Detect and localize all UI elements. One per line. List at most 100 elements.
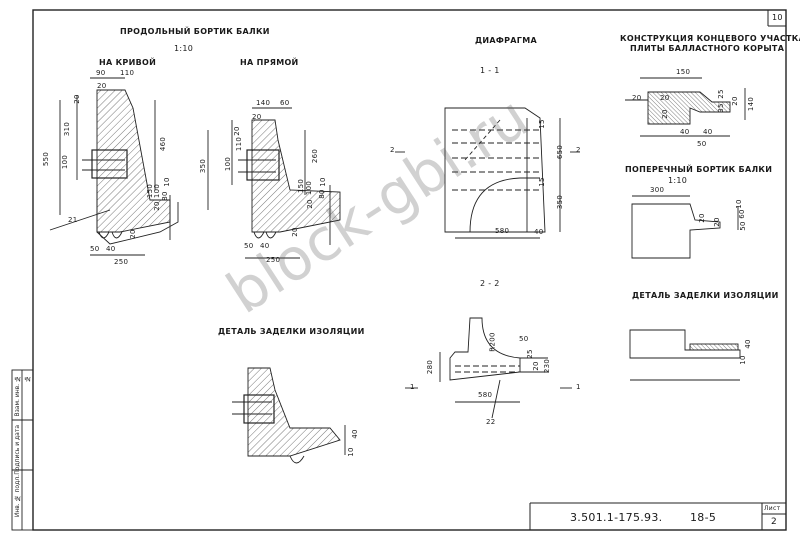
dim-label: 40 [534, 228, 544, 236]
dim-label: 90 [96, 69, 106, 77]
transverse-drawing [631, 195, 739, 259]
dim-label: 110 [235, 136, 244, 152]
dim-label: 650 [556, 144, 565, 160]
document-section: 18-5 [690, 511, 717, 524]
sheet-frame [32, 9, 787, 531]
dim-label: 10 [318, 177, 327, 187]
dim-label: 50 [90, 245, 100, 253]
stamp-cell-replace: Взам. инв. № [14, 375, 21, 417]
diaphragm-section-1-label: 1 - 1 [480, 66, 500, 75]
sheet-list-number: 2 [771, 517, 778, 527]
dim-label: 22 [486, 418, 496, 426]
insulation-detail-right-drawing [629, 329, 741, 381]
dim-label: 260 [311, 148, 320, 164]
dim-label: 40 [260, 242, 270, 250]
document-code: 3.501.1-175.93. [570, 511, 663, 524]
dim-label: 20 [632, 94, 642, 102]
dim-label: 40 [703, 128, 713, 136]
dim-label: 1 [576, 383, 581, 391]
longitudinal-title: ПРОДОЛЬНЫЙ БОРТИК БАЛКИ [120, 27, 270, 36]
dim-label: 40 [350, 429, 359, 439]
dim-label: 100 [305, 180, 314, 196]
stamp-cell-inventory: Инв. № подл. [14, 475, 21, 518]
diaphragm-section-2 [405, 317, 572, 419]
dim-label: 15 [537, 177, 546, 187]
dim-label: 21 [68, 216, 78, 224]
dim-label: 40 [680, 128, 690, 136]
dim-label: 50 [519, 335, 529, 343]
end-section-drawing [625, 77, 746, 137]
stamp-mark: № [24, 375, 31, 382]
stamp-cell-signature: Подпись и дата [14, 425, 21, 475]
insulation-detail-left-drawing [232, 367, 346, 464]
sheet-list-label: Лист [764, 505, 781, 512]
diaphragm-title: ДИАФРАГМА [475, 36, 537, 45]
dim-label: 20 [97, 82, 107, 90]
dim-label: 40 [743, 339, 752, 349]
dim-label: 20 [72, 94, 81, 104]
dim-label: 50 [244, 242, 254, 250]
dim-label: 150 [676, 68, 691, 76]
dim-label: 350 [556, 194, 565, 210]
dim-label: 50 [697, 140, 707, 148]
diaphragm-section-1 [395, 107, 580, 239]
straight-section-drawing [207, 107, 341, 259]
longitudinal-scale: 1:10 [174, 44, 194, 53]
side-stamp [11, 369, 34, 531]
dim-label: 460 [159, 136, 168, 152]
dim-label: 100 [224, 156, 233, 172]
dim-label: 250 [114, 258, 129, 266]
diaphragm-section-2-label: 2 - 2 [480, 279, 500, 288]
straight-title: НА ПРЯМОЙ [240, 58, 299, 67]
dim-label: 1 [410, 383, 415, 391]
dim-label: 80 [160, 191, 169, 201]
dim-label: 25 [716, 89, 725, 99]
dim-label: 20 [660, 94, 670, 102]
dim-label: 140 [747, 96, 756, 112]
dim-label: 20 [128, 229, 137, 239]
dim-label: 580 [495, 227, 510, 235]
dim-label: 50 [738, 221, 747, 231]
dim-label: 10 [734, 199, 743, 209]
dim-label: 140 [256, 99, 271, 107]
dim-label: 20 [252, 113, 262, 121]
dim-label: 60 [737, 209, 746, 219]
sheet-corner-number: 10 [772, 13, 783, 22]
dim-label: 20 [152, 201, 161, 211]
dim-label: 10 [738, 355, 747, 365]
dim-label: 2 [576, 146, 581, 154]
dim-label: 150 [297, 178, 306, 194]
dim-label: 350 [199, 158, 208, 174]
dim-label: 60 [280, 99, 290, 107]
insulation-right-title: ДЕТАЛЬ ЗАДЕЛКИ ИЗОЛЯЦИИ [632, 291, 779, 300]
dim-label: 110 [120, 69, 135, 77]
curve-section-drawing [49, 77, 179, 256]
insulation-left-title: ДЕТАЛЬ ЗАДЕЛКИ ИЗОЛЯЦИИ [218, 327, 365, 336]
dim-label: 15 [537, 119, 546, 129]
end-section-title-1: КОНСТРУКЦИЯ КОНЦЕВОГО УЧАСТКА [620, 34, 800, 43]
title-block [529, 502, 786, 530]
dim-label: 10 [162, 177, 171, 187]
dim-label: 550 [42, 151, 51, 167]
dim-label: 35 [716, 103, 725, 113]
dim-label: 100 [61, 154, 70, 170]
dim-label: R200 [488, 332, 497, 352]
dim-label: 20 [531, 361, 540, 371]
dim-label: 20 [712, 217, 721, 227]
dim-label: 2 [390, 146, 395, 154]
dim-label: 310 [63, 121, 72, 137]
dim-label: 280 [426, 359, 435, 375]
dim-label: 20 [660, 109, 669, 119]
dim-label: 300 [650, 186, 665, 194]
curve-title: НА КРИВОЙ [99, 58, 157, 67]
dim-label: 230 [543, 358, 552, 374]
dim-label: 100 [153, 183, 162, 199]
end-section-title-2: ПЛИТЫ БАЛЛАСТНОГО КОРЫТА [630, 44, 785, 53]
dim-label: 250 [266, 256, 281, 264]
dim-label: 40 [106, 245, 116, 253]
dim-label: 20 [730, 96, 739, 106]
transverse-title: ПОПЕРЕЧНЫЙ БОРТИК БАЛКИ [625, 165, 773, 174]
dim-label: 20 [697, 213, 706, 223]
dim-label: 10 [346, 447, 355, 457]
